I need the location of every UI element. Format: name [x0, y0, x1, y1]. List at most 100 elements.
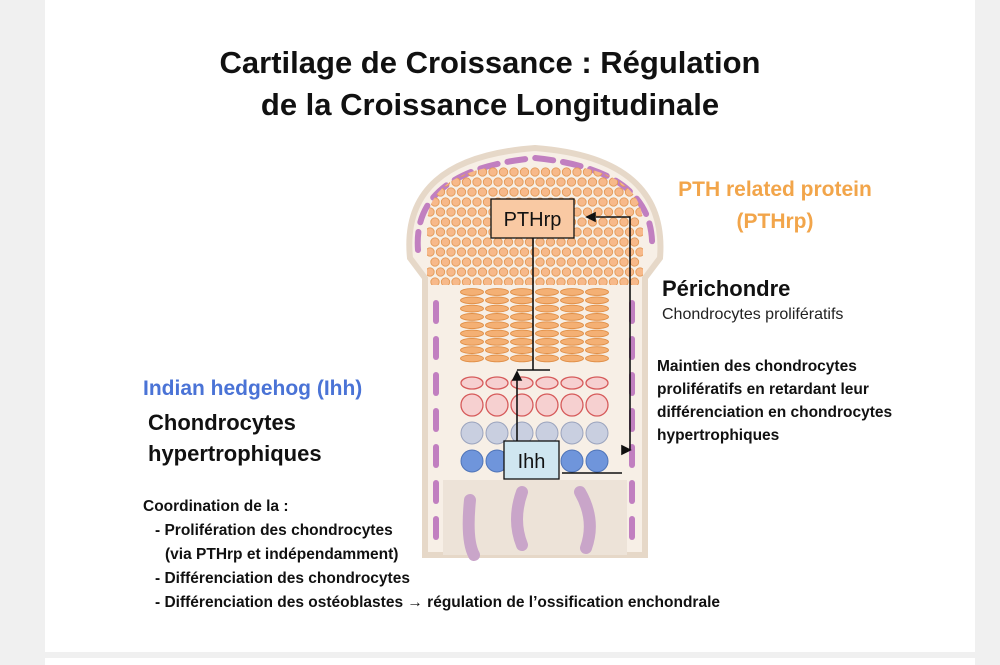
cell	[451, 197, 461, 207]
cell	[582, 267, 593, 277]
cell	[514, 277, 524, 285]
cell	[514, 257, 524, 267]
cell	[560, 449, 584, 473]
coordination-heading: Coordination de la :	[143, 498, 289, 515]
pthrp-title: PTH related protein (PTHrp)	[678, 178, 872, 233]
title-line-2: de la Croissance Longitudinale	[260, 87, 720, 122]
cell	[430, 217, 440, 227]
next-slide-edge	[45, 658, 975, 665]
cell	[635, 247, 643, 257]
cell	[535, 321, 559, 330]
cell	[619, 217, 629, 227]
cell	[598, 237, 608, 247]
cell	[587, 197, 598, 207]
cell	[461, 177, 472, 187]
cell	[451, 277, 461, 285]
cell	[510, 346, 534, 354]
cell	[467, 187, 477, 197]
cell	[472, 177, 482, 187]
perichondrium-left	[433, 300, 439, 540]
cell	[510, 321, 534, 330]
cell	[427, 227, 435, 237]
cell	[485, 421, 509, 445]
cell	[577, 217, 587, 227]
cell	[485, 321, 509, 330]
cell	[535, 313, 559, 321]
cell	[572, 167, 582, 177]
cell	[435, 247, 446, 257]
cell	[477, 227, 488, 237]
cell	[460, 313, 484, 321]
cell	[535, 337, 559, 346]
cell	[477, 187, 488, 197]
cell	[460, 288, 484, 296]
cell	[461, 257, 472, 267]
cell	[446, 247, 456, 257]
cell	[585, 346, 609, 354]
cell	[456, 187, 467, 197]
cell	[551, 187, 561, 197]
cell	[510, 296, 534, 305]
cell	[551, 267, 561, 277]
cell	[560, 354, 584, 363]
cell	[593, 227, 603, 237]
cell	[587, 177, 598, 187]
cell	[577, 177, 587, 187]
cell	[572, 267, 582, 277]
cell	[467, 227, 477, 237]
cell	[440, 257, 451, 267]
cell	[477, 207, 488, 217]
cell	[510, 313, 534, 321]
cell	[510, 337, 534, 346]
cell	[560, 321, 584, 330]
cell	[503, 257, 514, 267]
cell	[587, 237, 598, 247]
cell	[585, 313, 609, 321]
cell	[488, 267, 498, 277]
cell	[587, 257, 598, 267]
cell	[435, 227, 446, 237]
cell	[519, 167, 530, 177]
cell	[540, 267, 551, 277]
cell	[472, 217, 482, 227]
cell	[430, 257, 440, 267]
cell	[566, 237, 577, 247]
cell	[482, 177, 493, 187]
ihh-box-label: Ihh	[518, 451, 546, 473]
ihh-box	[503, 440, 560, 480]
cell	[482, 257, 493, 267]
cell	[572, 187, 582, 197]
cell	[551, 167, 561, 177]
cell	[577, 277, 587, 285]
cell	[461, 217, 472, 227]
cell	[446, 267, 456, 277]
cell	[461, 277, 472, 285]
cell	[598, 177, 608, 187]
cell	[488, 187, 498, 197]
cell	[603, 247, 614, 257]
coordination-item: (via PTHrp et indépendamment)	[165, 546, 399, 563]
cell	[485, 346, 509, 354]
cell	[440, 197, 451, 207]
cell	[629, 217, 640, 227]
cell	[619, 237, 629, 247]
cell	[519, 247, 530, 257]
cell	[477, 267, 488, 277]
cell	[509, 187, 519, 197]
cell	[485, 337, 509, 346]
cell	[430, 277, 440, 285]
cell	[510, 354, 534, 363]
cell	[446, 207, 456, 217]
cell	[435, 267, 446, 277]
cell	[493, 237, 503, 247]
cell	[619, 197, 629, 207]
cell	[461, 237, 472, 247]
cell	[608, 277, 619, 285]
cell	[635, 227, 643, 237]
cell	[460, 296, 484, 305]
cell	[485, 288, 509, 296]
cell	[485, 376, 509, 390]
cell	[560, 393, 584, 417]
cell	[535, 288, 559, 296]
